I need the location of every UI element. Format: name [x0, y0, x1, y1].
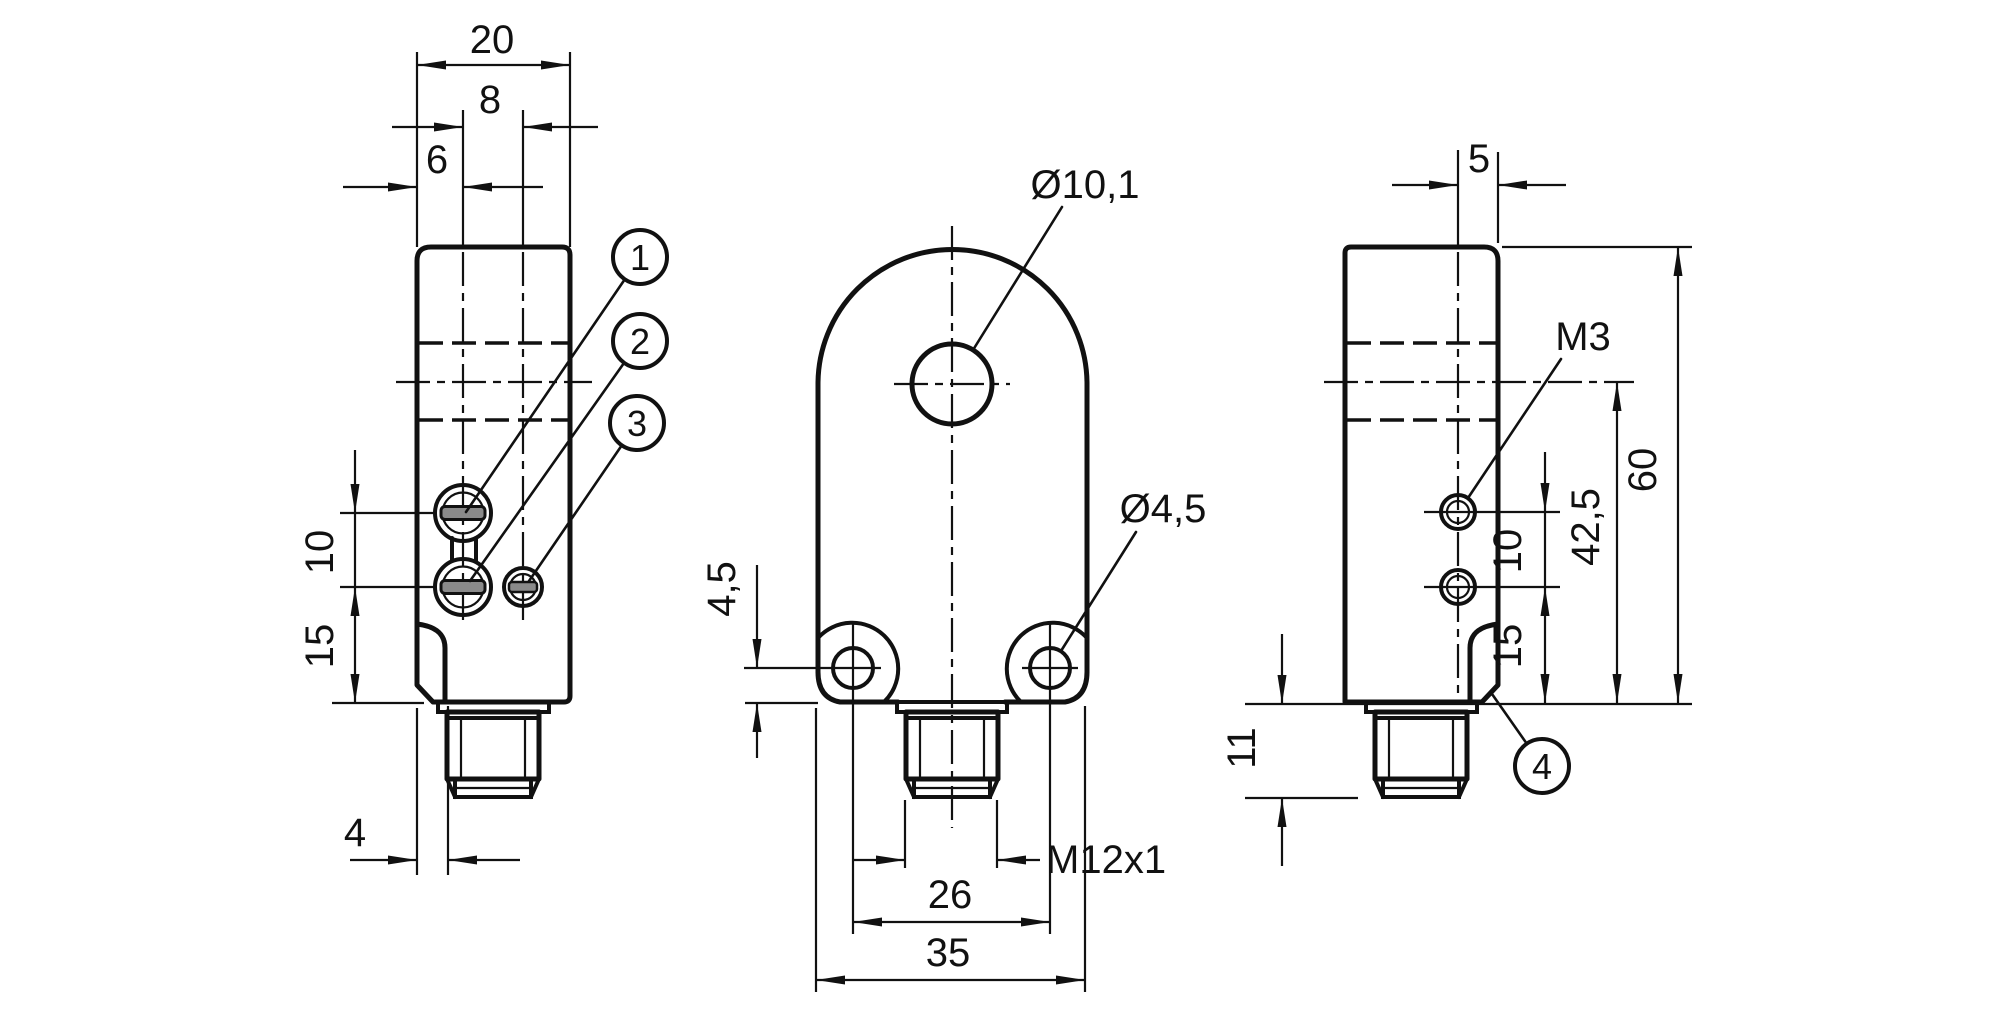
mount-boss-arcs	[816, 620, 1089, 704]
hidden-sensor-lines	[419, 341, 568, 422]
dim-label-11: 11	[1220, 727, 1264, 769]
callout-4: 4	[1490, 692, 1571, 795]
dim-label-6: 6	[426, 138, 448, 182]
callout-3-label: 3	[627, 403, 647, 444]
dim-label-35: 35	[926, 931, 971, 975]
dim-label-4-5: 4,5	[700, 561, 744, 617]
dim-label-m12x1: M12x1	[1046, 838, 1166, 882]
dim-label-m3: M3	[1555, 315, 1611, 359]
right-extension-lines	[1245, 150, 1692, 800]
dim-label-10-right: 10	[1486, 529, 1530, 574]
dim-label-15-left: 15	[298, 624, 342, 669]
adjustment-screw-3-icon	[502, 566, 544, 608]
adjustment-screw-2-icon	[433, 557, 493, 617]
dimension-m3-to-face-15: 15	[1486, 587, 1550, 703]
front-connector-m12	[895, 700, 1009, 799]
dimension-screw-to-face-15: 15	[298, 587, 360, 703]
dim-label-8: 8	[479, 78, 501, 122]
dim-label-dia-10-1: Ø10,1	[1031, 163, 1140, 207]
mount-hole-right	[1022, 624, 1078, 934]
dim-label-15-right: 15	[1486, 624, 1530, 669]
dimension-width-8: 8	[392, 78, 598, 132]
dimension-width-35: 35	[816, 931, 1085, 985]
right-body-outline	[1324, 244, 1634, 705]
centerline-screw-columns	[461, 252, 525, 620]
callout-2-label: 2	[630, 321, 650, 362]
callout-2: 2	[468, 312, 669, 583]
side-view-left: 20 8 6 10 15 4	[298, 18, 669, 875]
dim-label-5: 5	[1468, 137, 1490, 181]
front-view: 4,5 26 35 M12x1 Ø10,1 Ø4,5	[700, 163, 1206, 992]
adjustment-screw-1-icon	[433, 483, 493, 543]
dimension-face-inset-4: 4	[344, 811, 520, 865]
dimension-offset-6: 6	[343, 138, 543, 192]
dimension-width-20: 20	[417, 18, 570, 70]
callout-4-label: 4	[1532, 746, 1552, 787]
dim-label-26: 26	[928, 873, 973, 917]
label-m3-thread: M3	[1466, 315, 1611, 500]
dimension-screw-spacing-10: 10	[298, 450, 360, 587]
right-connector-m12	[1364, 700, 1479, 799]
dimension-connector-11: 11	[1220, 634, 1287, 866]
hidden-sensor-lines-right	[1347, 341, 1496, 422]
dimension-offset-5: 5	[1392, 137, 1566, 190]
dimension-hole-height-4-5: 4,5	[700, 561, 762, 758]
label-dome-hole-dia: Ø10,1	[971, 163, 1140, 352]
label-mount-hole-dia: Ø4,5	[1059, 487, 1207, 653]
callout-3: 3	[527, 394, 666, 583]
dim-label-10-left: 10	[298, 530, 342, 575]
left-body-outline	[396, 244, 592, 705]
dim-label-42-5: 42,5	[1564, 488, 1608, 566]
dimension-thread-m12: M12x1	[852, 838, 1166, 882]
side-view-right: 5 10 15 42,5 60 11	[1220, 137, 1692, 866]
dim-label-dia-4-5: Ø4,5	[1120, 487, 1207, 531]
dimension-height-60: 60	[1621, 247, 1683, 703]
left-connector-m12	[436, 700, 551, 799]
dim-label-60: 60	[1621, 448, 1665, 493]
dimension-hole-spacing-26: 26	[853, 873, 1050, 927]
dim-label-4: 4	[344, 811, 366, 855]
dim-label-20: 20	[470, 18, 515, 62]
screw-bridge	[450, 536, 478, 563]
callout-1-label: 1	[630, 237, 650, 278]
mount-hole-left	[744, 624, 881, 934]
dimension-centerline-42-5: 42,5	[1564, 382, 1622, 703]
callout-1: 1	[464, 228, 669, 514]
dimension-m3-spacing-10: 10	[1486, 452, 1550, 587]
left-extension-lines	[332, 52, 572, 875]
front-extension-lines	[745, 701, 1087, 992]
